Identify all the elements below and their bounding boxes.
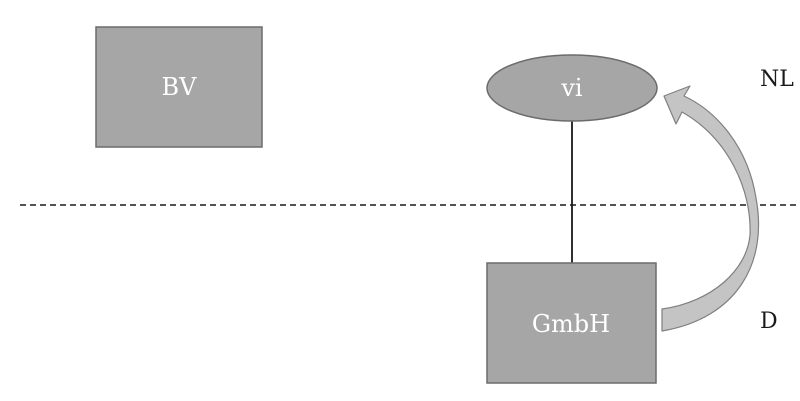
vi-node: vi (486, 54, 658, 122)
region-label-d: D (760, 309, 778, 334)
bv-box (95, 26, 263, 148)
region-label-nl: NL (760, 67, 794, 92)
curved-arrow-icon (661, 85, 760, 332)
gmbh-label: GmbH (532, 310, 610, 338)
bv-label: BV (162, 73, 198, 101)
vi-label: vi (560, 74, 583, 102)
bv-node: BV (95, 26, 263, 148)
gmbh-box (486, 262, 657, 384)
gmbh-node: GmbH (486, 262, 657, 384)
vi-ellipse (486, 54, 658, 122)
